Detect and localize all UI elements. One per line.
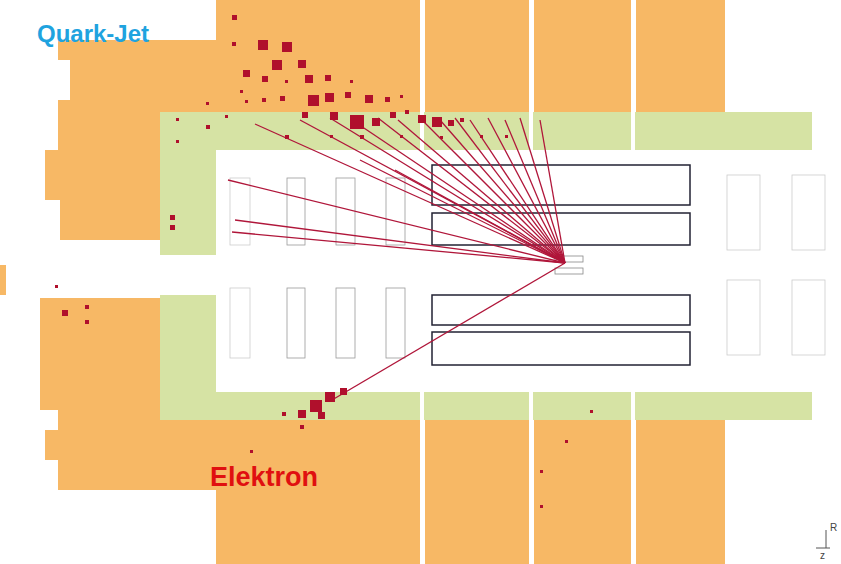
cell — [432, 117, 442, 127]
cell — [385, 97, 390, 102]
cell — [360, 135, 364, 139]
cell — [460, 118, 464, 122]
track — [352, 120, 565, 263]
cell — [302, 112, 308, 118]
cell — [350, 80, 353, 83]
axis-marker — [816, 530, 830, 548]
cell — [206, 102, 209, 105]
calorimeter — [0, 0, 725, 564]
cell — [298, 60, 306, 68]
cell — [250, 450, 253, 453]
cell — [350, 115, 364, 129]
particle-tracks — [228, 118, 565, 400]
jet-label: Quark-Jet — [37, 20, 149, 48]
cell — [245, 100, 248, 103]
track — [330, 118, 565, 263]
cell — [85, 320, 89, 324]
electron-label: Elektron — [210, 462, 318, 493]
track — [455, 118, 565, 263]
cell — [176, 140, 179, 143]
cell — [440, 136, 443, 139]
energy-deposits — [55, 15, 593, 508]
cell — [55, 285, 58, 288]
cell — [540, 505, 543, 508]
cell — [448, 120, 454, 126]
cell — [372, 118, 380, 126]
track — [395, 170, 565, 263]
cell — [308, 95, 319, 106]
cell — [62, 310, 68, 316]
cell — [285, 135, 289, 139]
cell — [243, 70, 250, 77]
cell — [170, 225, 175, 230]
cell — [285, 80, 288, 83]
cell — [262, 98, 266, 102]
cell — [282, 412, 286, 416]
axis-label: z — [820, 550, 825, 561]
cell — [298, 410, 306, 418]
cell — [225, 115, 228, 118]
track — [360, 160, 565, 263]
cell — [418, 115, 426, 123]
cell — [282, 42, 292, 52]
cell — [232, 42, 236, 46]
cell — [262, 76, 268, 82]
cell — [206, 125, 210, 129]
cell — [590, 410, 593, 413]
track — [228, 180, 565, 263]
track — [378, 118, 565, 263]
cell — [318, 412, 325, 419]
track — [235, 220, 565, 263]
track — [440, 120, 565, 263]
track — [420, 118, 565, 263]
track — [540, 120, 565, 263]
cell — [365, 95, 373, 103]
cell — [325, 93, 334, 102]
cell — [540, 470, 543, 473]
cell — [330, 135, 333, 138]
cell — [272, 60, 282, 70]
cell — [340, 388, 347, 395]
track — [332, 263, 565, 400]
cell — [480, 135, 483, 138]
track — [300, 120, 565, 263]
cell — [300, 425, 304, 429]
cell — [390, 112, 396, 118]
cell — [400, 135, 403, 138]
track — [470, 120, 565, 263]
cell — [240, 90, 243, 93]
cell — [85, 305, 89, 309]
cell — [345, 92, 351, 98]
track — [505, 120, 565, 263]
inner-calorimeter — [160, 112, 812, 420]
axis-label: R — [830, 522, 837, 533]
cell — [280, 96, 285, 101]
module-gaps — [422, 0, 633, 564]
cell — [400, 95, 403, 98]
track — [520, 118, 565, 263]
cell — [505, 135, 508, 138]
cell — [405, 110, 409, 114]
cell — [325, 392, 335, 402]
cell — [565, 440, 568, 443]
cell — [305, 75, 313, 83]
cell — [330, 112, 338, 120]
cell — [170, 215, 175, 220]
cell — [310, 400, 322, 412]
cell — [325, 75, 331, 81]
cell — [258, 40, 268, 50]
cell — [176, 118, 179, 121]
cell — [232, 15, 237, 20]
